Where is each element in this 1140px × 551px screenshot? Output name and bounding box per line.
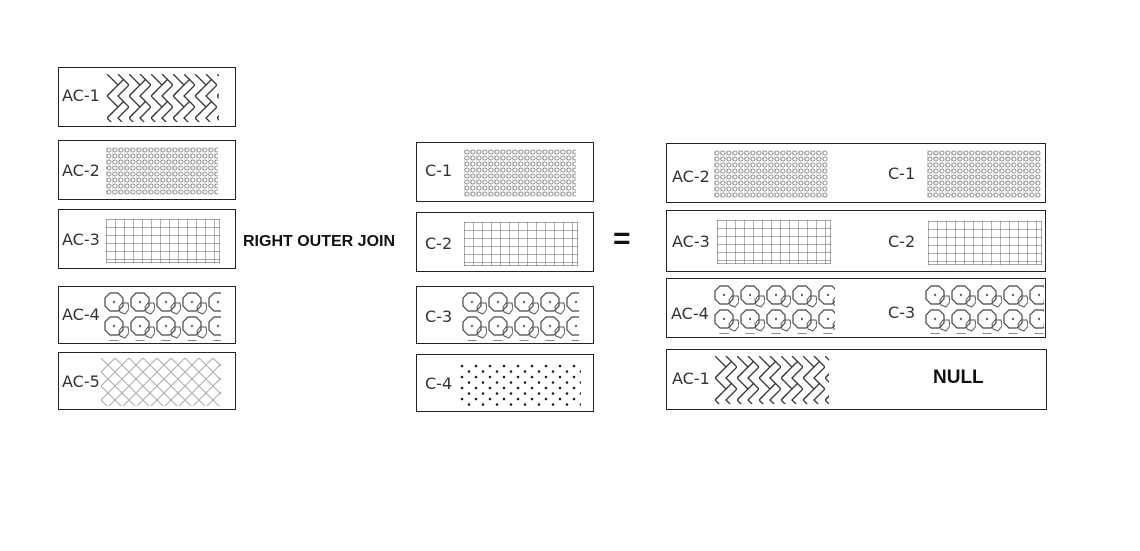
left-row-ac3: AC-3 xyxy=(58,209,236,269)
octagon-mesh-pattern xyxy=(461,291,579,341)
result-left-key: AC-4 xyxy=(671,304,709,323)
dots-pattern xyxy=(459,363,581,407)
left-row-ac1: AC-1 xyxy=(58,67,236,127)
result-left-key: AC-3 xyxy=(672,232,710,251)
vertical-mesh-pattern xyxy=(927,150,1041,198)
grid-pattern xyxy=(464,222,578,266)
result-row-3: AC-4 C-3 xyxy=(666,278,1046,338)
result-row-4: AC-1 NULL xyxy=(666,349,1047,410)
vertical-mesh-pattern xyxy=(464,149,576,197)
grid-pattern xyxy=(717,220,831,264)
result-right-key: C-2 xyxy=(888,232,916,251)
left-key-label: AC-2 xyxy=(62,161,100,180)
result-left-key: AC-1 xyxy=(672,369,710,388)
right-row-c3: C-3 xyxy=(416,286,594,344)
left-row-ac2: AC-2 xyxy=(58,140,236,200)
result-right-key: C-1 xyxy=(888,164,916,183)
right-key-label: C-1 xyxy=(425,161,453,180)
result-right-key: C-3 xyxy=(888,303,916,322)
result-row-2: AC-3 C-2 xyxy=(666,210,1046,272)
left-key-label: AC-5 xyxy=(62,372,100,391)
herringbone-pattern xyxy=(715,356,829,404)
right-row-c1: C-1 xyxy=(416,142,594,202)
diamond-lattice-pattern xyxy=(101,358,221,406)
grid-pattern xyxy=(928,221,1042,265)
join-operator-label: RIGHT OUTER JOIN xyxy=(243,233,396,250)
result-left-key: AC-2 xyxy=(672,167,710,186)
left-row-ac4: AC-4 xyxy=(58,286,236,344)
left-key-label: AC-1 xyxy=(62,86,100,105)
right-key-label: C-4 xyxy=(425,374,453,393)
result-row-1: AC-2 C-1 xyxy=(666,143,1046,203)
equals-sign: = xyxy=(613,222,631,255)
right-row-c4: C-4 xyxy=(416,354,594,412)
octagon-mesh-pattern xyxy=(924,284,1044,334)
herringbone-pattern xyxy=(107,74,219,122)
octagon-mesh-pattern xyxy=(103,291,221,341)
left-key-label: AC-3 xyxy=(62,230,100,249)
null-value: NULL xyxy=(933,367,984,388)
left-row-ac5: AC-5 xyxy=(58,352,236,410)
left-key-label: AC-4 xyxy=(62,305,100,324)
right-key-label: C-3 xyxy=(425,307,453,326)
right-row-c2: C-2 xyxy=(416,212,594,272)
right-key-label: C-2 xyxy=(425,234,453,253)
grid-pattern xyxy=(106,219,220,263)
octagon-mesh-pattern xyxy=(713,284,835,334)
vertical-mesh-pattern xyxy=(714,150,828,198)
vertical-mesh-pattern xyxy=(106,147,218,195)
